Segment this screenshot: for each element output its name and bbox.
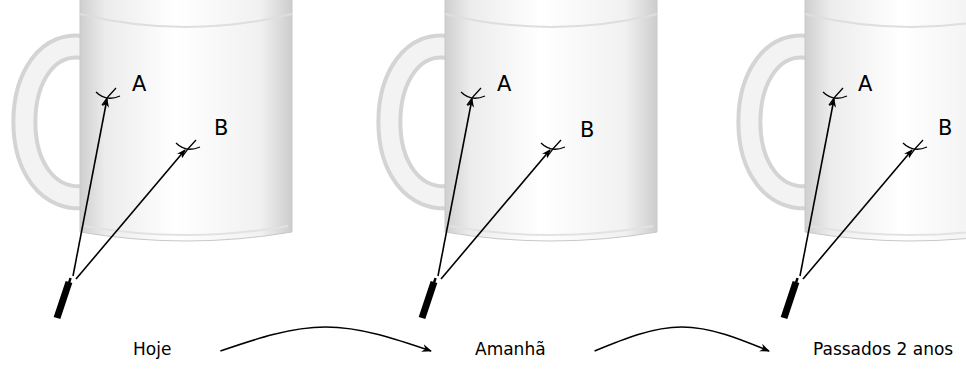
stage-text: Hoje xyxy=(133,339,171,359)
stage-label: Passados 2 anos xyxy=(809,337,957,361)
mark-label: A xyxy=(132,74,146,95)
mark-label: A xyxy=(497,74,511,95)
pen-marks xyxy=(57,88,200,318)
mark-label: B xyxy=(214,118,228,139)
curved-arrow xyxy=(595,327,769,351)
mark-label: B xyxy=(580,120,594,141)
pen-marks xyxy=(422,88,565,318)
stage-text: Amanhã xyxy=(475,339,546,359)
mark-label: B xyxy=(938,118,952,139)
mug xyxy=(24,0,292,241)
mug xyxy=(389,0,657,241)
mug xyxy=(749,0,966,241)
stage-label: Amanhã xyxy=(471,337,550,361)
pen-marks xyxy=(784,88,927,318)
stage-label: Hoje xyxy=(129,337,175,361)
stage-text: Passados 2 anos xyxy=(813,339,953,359)
mark-label: A xyxy=(858,74,872,95)
curved-arrow xyxy=(220,327,431,351)
